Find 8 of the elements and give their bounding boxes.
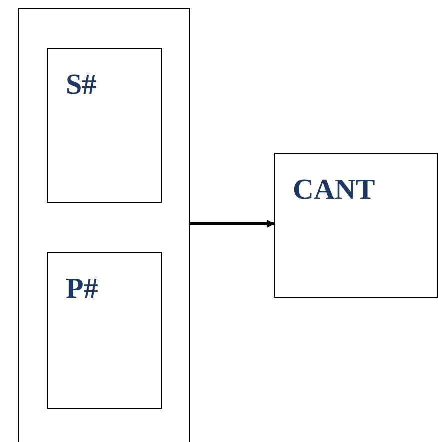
- entity-label: S#: [66, 71, 97, 100]
- group-box: [18, 8, 190, 442]
- entity-label: P#: [66, 275, 98, 304]
- entity-box: [274, 153, 438, 298]
- entity-label: CANT: [293, 176, 376, 205]
- arrow: [190, 220, 275, 228]
- entity-box: [47, 252, 162, 409]
- entity-box: [47, 48, 162, 203]
